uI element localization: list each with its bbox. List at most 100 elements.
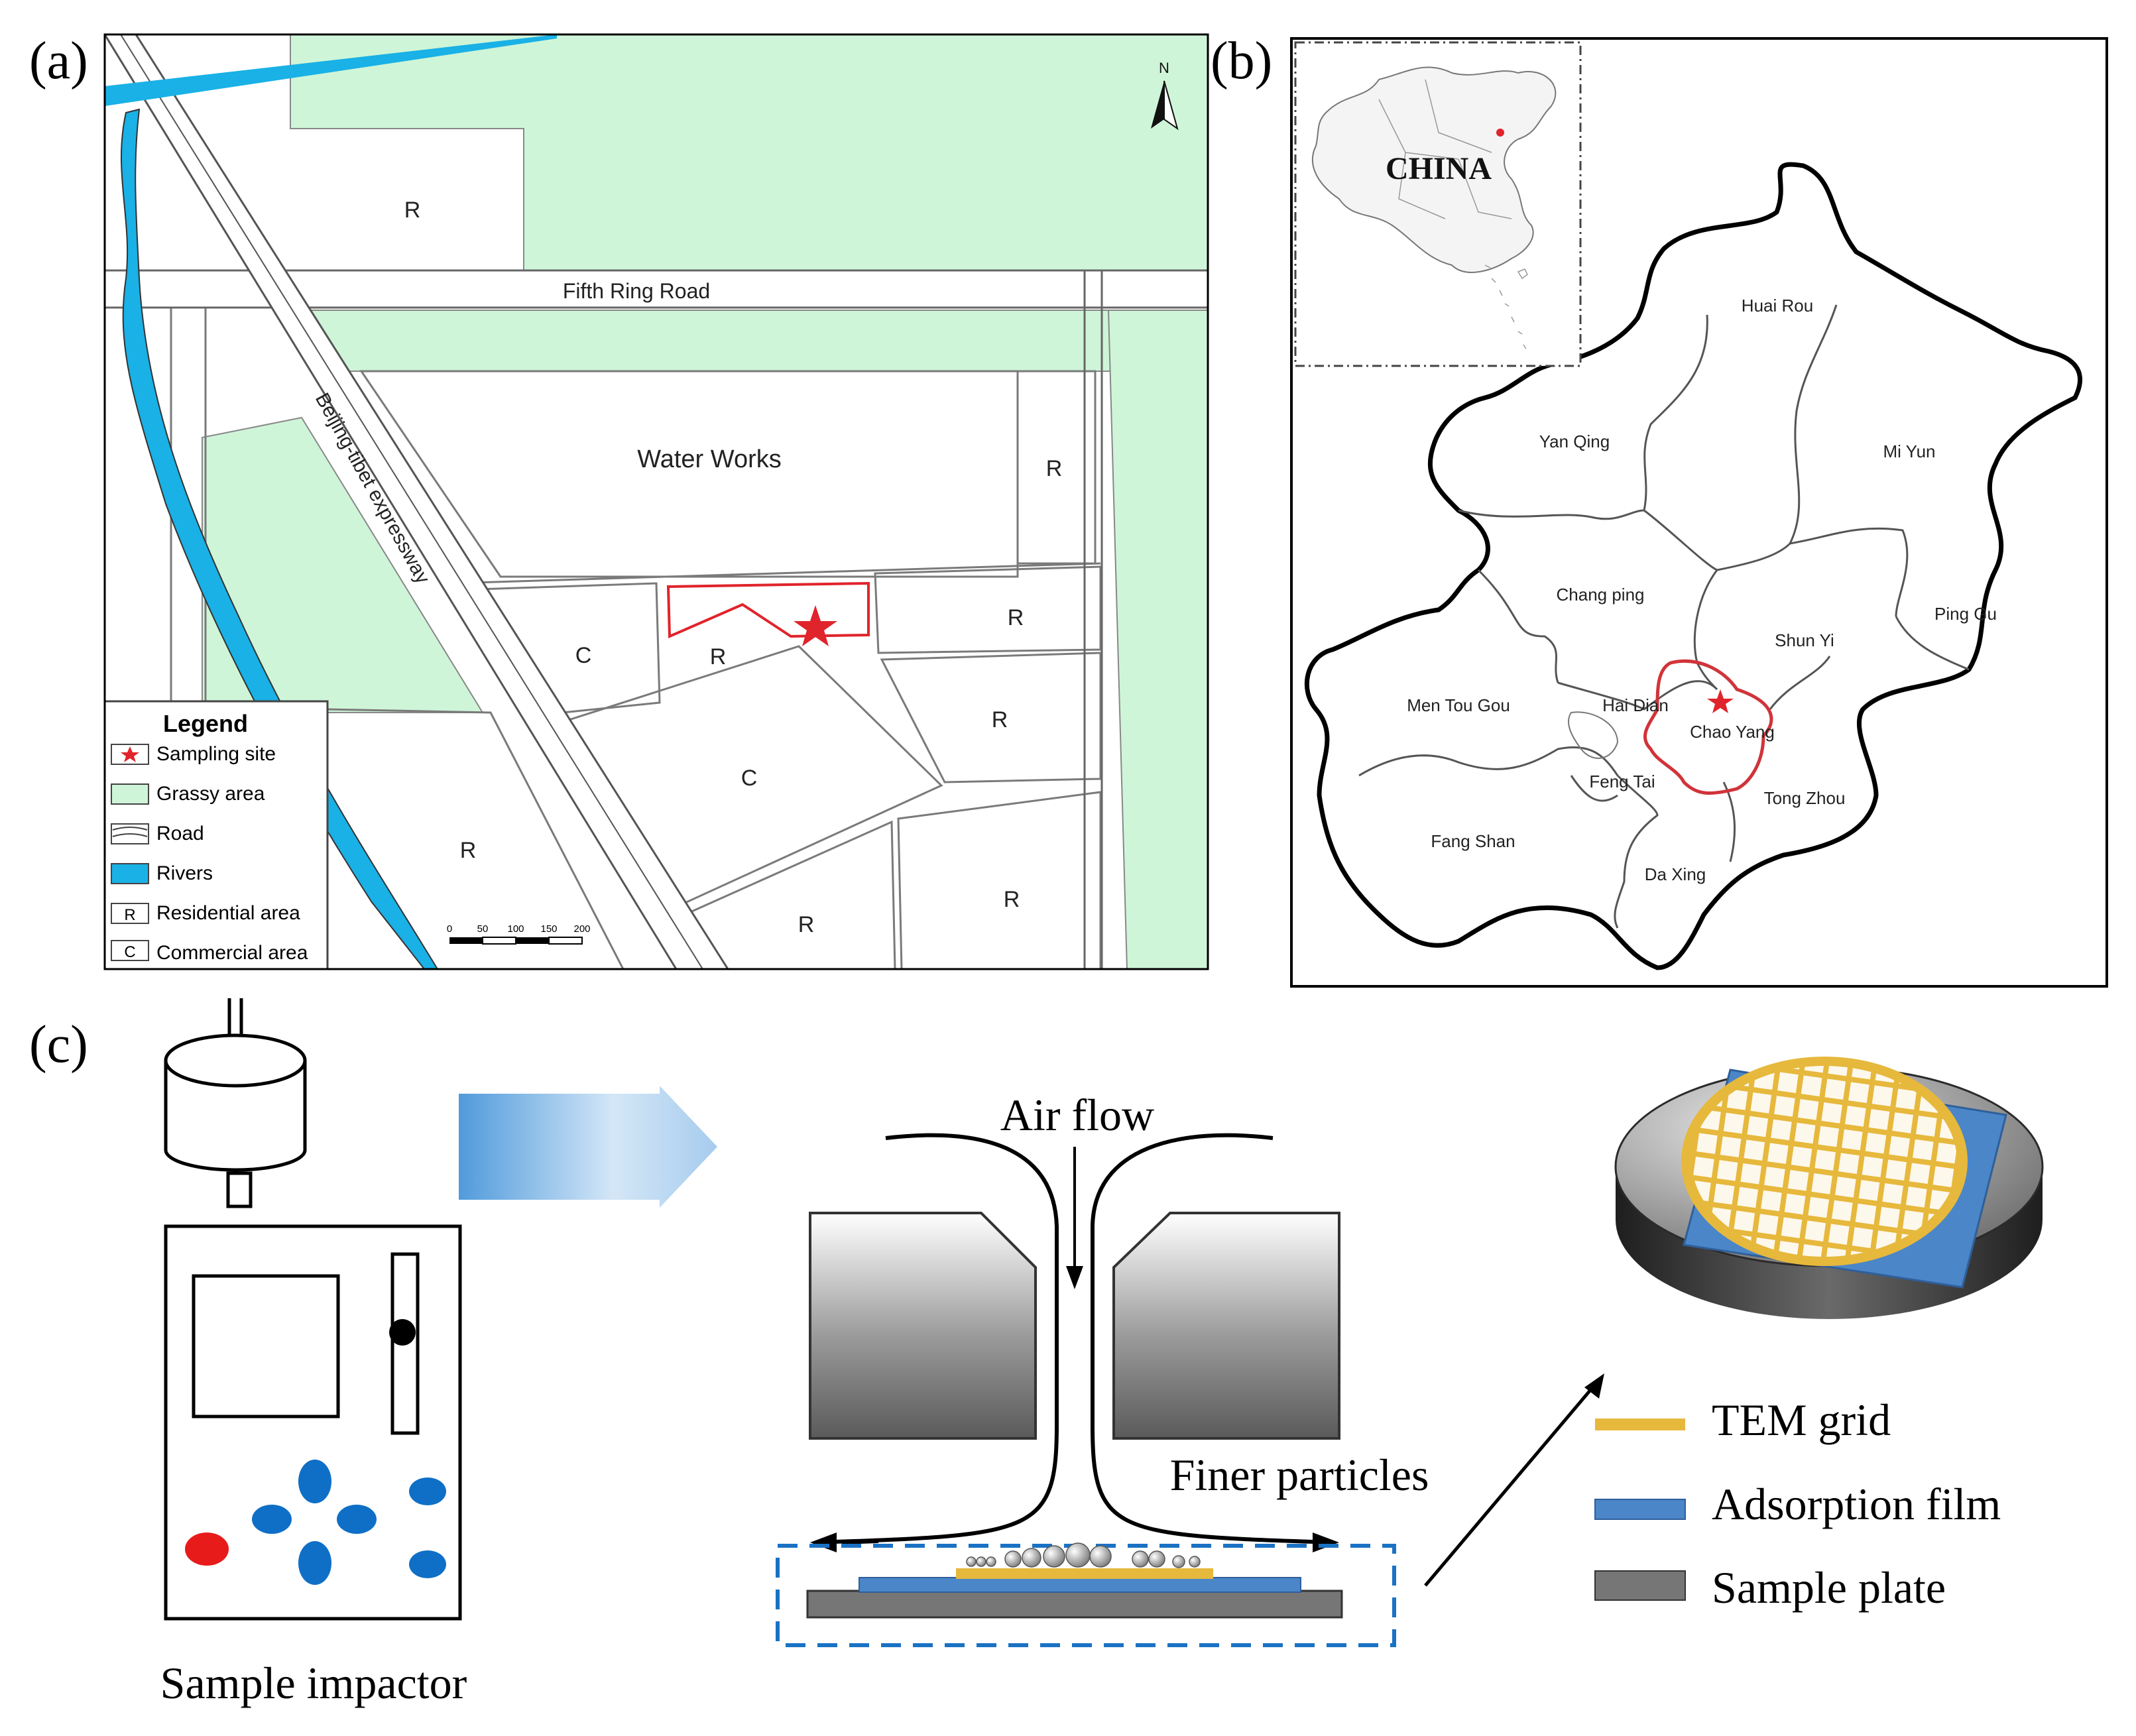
expressway-median (120, 34, 703, 969)
impactor-buttons (252, 1460, 446, 1585)
finer-particles-label: Finer particles (1170, 1450, 1429, 1500)
north-arrow-icon: N (1151, 60, 1179, 131)
district-border (1458, 509, 1645, 520)
particle (1189, 1556, 1201, 1568)
expressway (105, 34, 729, 969)
pointer-arrow-head (1584, 1373, 1604, 1399)
sampling-site-star (1707, 689, 1734, 713)
legend-item: Commercial area (156, 942, 308, 964)
district-label: Chao Yang (1690, 722, 1775, 742)
grassy-area (1107, 310, 1208, 969)
legend-swatch-film (1594, 1499, 1686, 1520)
impactor-button (409, 1550, 446, 1578)
district-border (1895, 616, 1970, 671)
particle (1004, 1550, 1022, 1568)
district-border (1789, 304, 1838, 544)
district-label: Mi Yun (1883, 441, 1935, 461)
impactor-button (337, 1505, 377, 1534)
legend-swatch-commercial (111, 940, 149, 961)
particle (986, 1556, 996, 1567)
legend-item: Grassy area (156, 783, 265, 805)
impactor-button (252, 1505, 292, 1534)
legend-symbol-r: R (124, 906, 135, 924)
impactor-screen (192, 1274, 340, 1418)
district-label: Yan Qing (1539, 432, 1610, 451)
particle (1065, 1542, 1091, 1568)
legend-swatch-grass (111, 783, 149, 805)
collection-zone (776, 1544, 1396, 1647)
panel-label-a: (a) (29, 32, 88, 90)
scale-tick: 150 (540, 923, 557, 935)
legend-swatch-residential (111, 903, 149, 924)
china-inset: CHINA (1294, 41, 1582, 367)
china-label: CHINA (1386, 151, 1492, 186)
scale-bar: 0 50 100 150 200 (447, 923, 591, 945)
zone-label: R (404, 198, 421, 223)
particle (976, 1556, 986, 1567)
legend-item: Sample plate (1712, 1562, 1946, 1613)
zone-label: R (992, 707, 1008, 732)
chao-yang-boundary (1643, 659, 1773, 795)
impactor-slider-knob (389, 1319, 416, 1346)
district-label: Ping Gu (1934, 604, 1997, 624)
district-label: Da Xing (1645, 864, 1706, 884)
district-label: Hai Dian (1602, 695, 1669, 715)
scale-tick: 50 (477, 923, 489, 935)
sampling-site-boundary (666, 581, 870, 639)
china-outline (1312, 66, 1557, 273)
sample-plate-3d (1614, 1057, 2044, 1319)
airflow-streamline (835, 1133, 1059, 1544)
sample-impactor (164, 998, 462, 1621)
north-label: N (1159, 60, 1169, 76)
zone-label: R (460, 838, 477, 863)
legend-title: Legend (163, 710, 248, 737)
impactor-neck (226, 1171, 253, 1208)
district-label: Chang ping (1557, 585, 1645, 605)
fifth-ring-road-label: Fifth Ring Road (563, 279, 710, 303)
parcel-outline (359, 370, 1019, 578)
legend-swatch-tem-grid (1595, 1418, 1685, 1430)
zone-label: C (741, 766, 758, 791)
parcel-outline (880, 652, 1102, 783)
district-label: Fang Shan (1431, 831, 1515, 851)
scale-tick: 200 (573, 923, 590, 935)
legend-item: TEM grid (1712, 1395, 1891, 1445)
impactor-button-red (185, 1533, 229, 1566)
road-line (450, 562, 1101, 585)
particle (1089, 1545, 1112, 1568)
pointer-arrow-line (1424, 1384, 1596, 1587)
scale-tick: 0 (447, 923, 452, 935)
district-label: Huai Rou (1742, 296, 1813, 316)
map-a-frame (103, 33, 1209, 970)
airflow-out-line (841, 1539, 879, 1544)
district-label: Tong Zhou (1764, 788, 1846, 808)
diagram-c-legend: TEM grid Adsorption film Sample plate (1594, 1395, 2001, 1613)
legend-item: Adsorption film (1712, 1479, 2001, 1529)
legend-item: Rivers (156, 862, 213, 884)
legend-item: Sampling site (156, 743, 276, 765)
zone-label: R (710, 644, 727, 669)
district-border (1568, 711, 1619, 759)
district-label: Shun Yi (1775, 630, 1834, 650)
particle (1132, 1550, 1149, 1568)
grassy-area (284, 310, 1208, 372)
scale-tick: 100 (507, 923, 524, 935)
particle (1043, 1545, 1065, 1568)
province-borders (1378, 79, 1512, 219)
district-border (1643, 314, 1708, 511)
beijing-location (1496, 129, 1504, 137)
district-border (1789, 527, 1909, 617)
nozzle-block-left (809, 1212, 1037, 1440)
particle (1148, 1550, 1165, 1568)
district-border (1769, 656, 1831, 710)
district-border (1693, 569, 1718, 691)
particle (1172, 1555, 1185, 1568)
panel-label-b: (b) (1211, 32, 1272, 90)
district-border (1557, 680, 1718, 711)
district-border (1358, 746, 1619, 777)
particles (966, 1542, 1201, 1568)
zone-label: R (1008, 605, 1024, 630)
air-flow-label: Air flow (1000, 1090, 1154, 1140)
zone-label: R (1046, 456, 1063, 481)
